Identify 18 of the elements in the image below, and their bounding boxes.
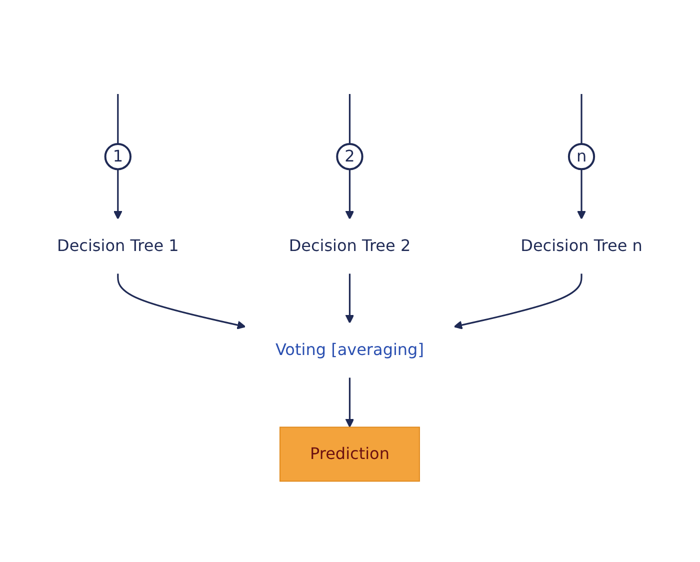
arrow (117, 274, 246, 330)
arrow (346, 274, 354, 324)
node-text: Decision Tree 1 (57, 236, 180, 256)
node-text: Voting [averaging] (276, 340, 424, 360)
arrow (454, 274, 583, 330)
connector (349, 94, 351, 144)
arrow (346, 170, 354, 220)
connector (581, 94, 583, 144)
arrow (346, 378, 354, 428)
node-box: Prediction (280, 427, 420, 482)
node-text: Decision Tree n (520, 236, 643, 256)
node-text: Decision Tree 2 (289, 236, 411, 256)
arrow (577, 170, 586, 220)
node-circle: n (568, 143, 596, 171)
connector (117, 94, 119, 144)
node-circle: 1 (104, 143, 132, 171)
node-circle: 2 (336, 143, 364, 171)
arrow (114, 170, 123, 220)
